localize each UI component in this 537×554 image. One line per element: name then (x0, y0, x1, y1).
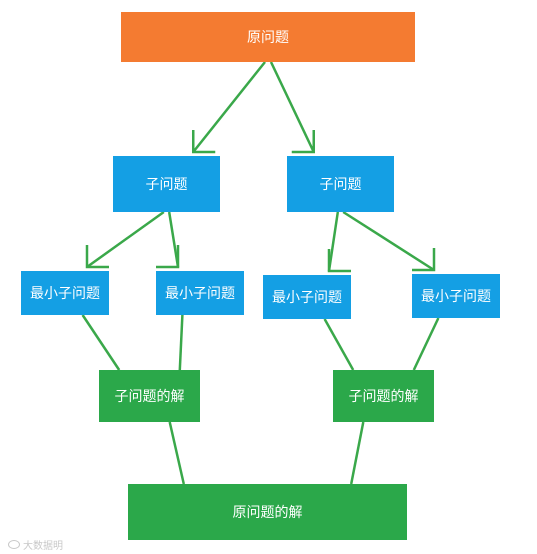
subproblem-left-label: 子问题 (145, 177, 188, 193)
min-subproblem-3-box: 最小子问题 (263, 275, 351, 319)
edge-sol_left-to-final (168, 421, 186, 485)
min-subproblem-1-box: 最小子问题 (21, 271, 109, 315)
edge-sub_left-to-min_2 (167, 211, 180, 268)
subproblem-right-label: 子问题 (319, 177, 362, 193)
edge-min_2-to-sol_left (178, 314, 184, 371)
edge-sub_right-to-min_3 (327, 211, 340, 272)
edge-sub_right-to-min_4 (342, 210, 435, 272)
subproblem-solution-right-box: 子问题的解 (333, 370, 434, 422)
edge-sub_left-to-min_1 (86, 210, 165, 269)
edge-min_1-to-sol_left (81, 314, 121, 371)
edge-min_3-to-sol_right (323, 318, 355, 371)
arrowhead-sub_right (291, 130, 315, 154)
edge-min_4-to-sol_right (412, 317, 440, 371)
subproblem-solution-right-label: 子问题的解 (348, 389, 419, 405)
watermark: 大数据明 (8, 537, 63, 552)
arrowhead-min_1 (85, 245, 109, 269)
min-subproblem-2-box: 最小子问题 (156, 271, 244, 315)
subproblem-left-box: 子问题 (113, 156, 220, 212)
min-subproblem-4-box: 最小子问题 (412, 274, 500, 318)
arrowhead-min_2 (156, 245, 180, 269)
subproblem-solution-left-box: 子问题的解 (99, 370, 200, 422)
subproblem-right-box: 子问题 (287, 156, 394, 212)
min-subproblem-1-label: 最小子问题 (30, 286, 100, 302)
final-solution-label: 原问题的解 (232, 505, 303, 521)
final-solution-box: 原问题的解 (128, 484, 407, 540)
arrowhead-sub_left (192, 130, 216, 154)
edge-root-to-sub_right (269, 61, 315, 153)
edges-layer (81, 61, 440, 485)
root-problem-label: 原问题 (247, 30, 289, 46)
watermark-text: 大数据明 (23, 541, 63, 552)
subproblem-solution-left-label: 子问题的解 (114, 389, 185, 405)
min-subproblem-2-label: 最小子问题 (165, 286, 235, 302)
arrowhead-min_3 (327, 249, 351, 273)
root-problem-box: 原问题 (121, 12, 415, 62)
edge-root-to-sub_left (192, 61, 266, 153)
weibo-icon (8, 540, 20, 549)
arrowhead-min_4 (412, 248, 436, 272)
min-subproblem-3-label: 最小子问题 (272, 290, 342, 306)
min-subproblem-4-label: 最小子问题 (421, 289, 491, 305)
edge-sol_right-to-final (349, 421, 365, 485)
